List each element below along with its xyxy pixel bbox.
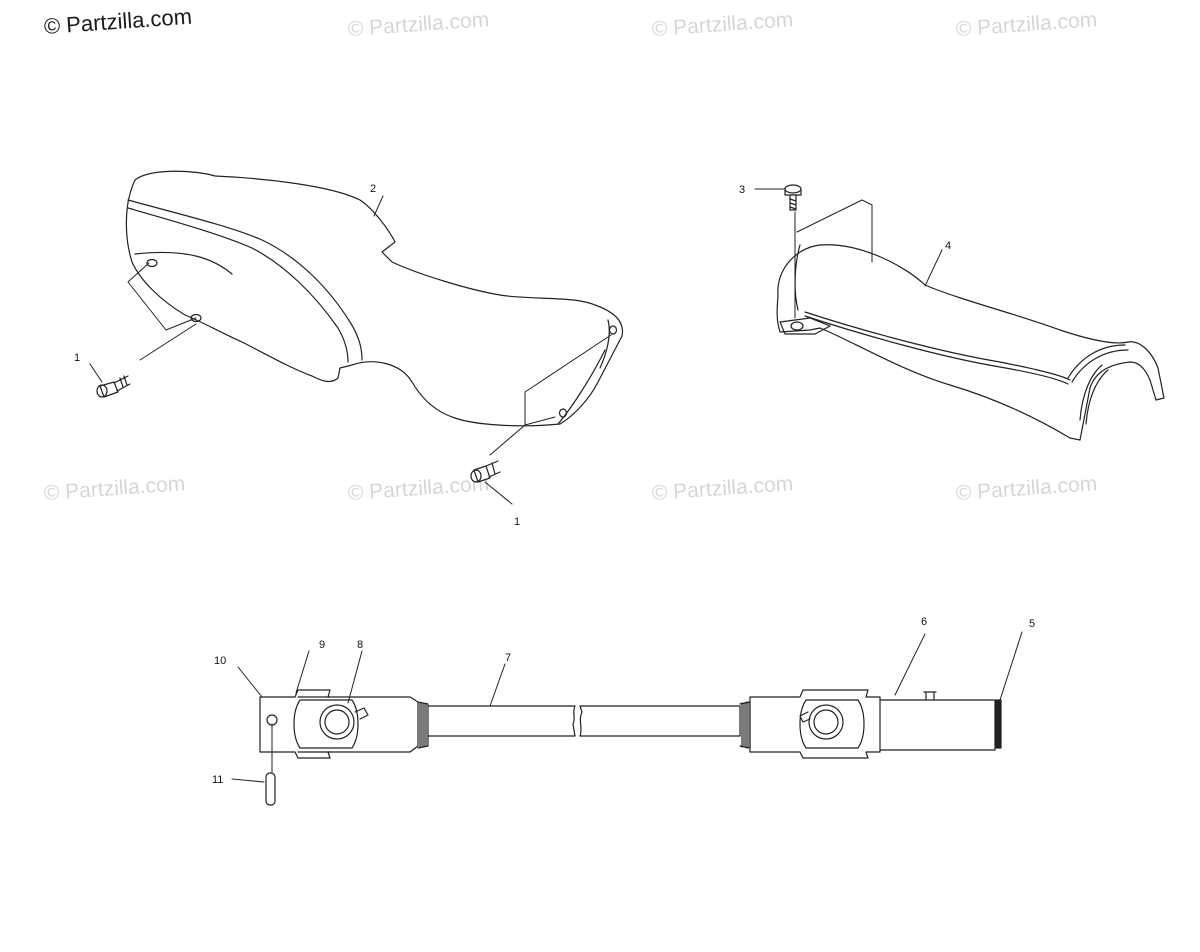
callout-4: 4: [945, 240, 952, 252]
callout-11: 11: [212, 774, 224, 786]
leader-lines: [89, 188, 1023, 783]
bolt-part-1-left: [96, 375, 131, 398]
callout-2: 2: [370, 183, 377, 195]
driveshaft-assembly: [259, 689, 996, 806]
callout-3: 3: [739, 184, 746, 196]
callout-5: 5: [1029, 618, 1036, 630]
bolt-part-1-bottom: [470, 460, 501, 483]
callout-1: 1: [74, 352, 81, 364]
callout-6: 6: [921, 616, 928, 628]
seal-part-5: [995, 699, 1002, 749]
shroud-cover-part-2: [125, 170, 624, 427]
callout-1: 1: [514, 516, 521, 528]
callout-10: 10: [214, 655, 227, 667]
callout-7: 7: [505, 652, 512, 664]
bolt-part-3: [784, 184, 802, 211]
pan-cover-part-4: [776, 244, 1165, 441]
callout-9: 9: [319, 639, 326, 651]
callout-8: 8: [357, 639, 364, 651]
